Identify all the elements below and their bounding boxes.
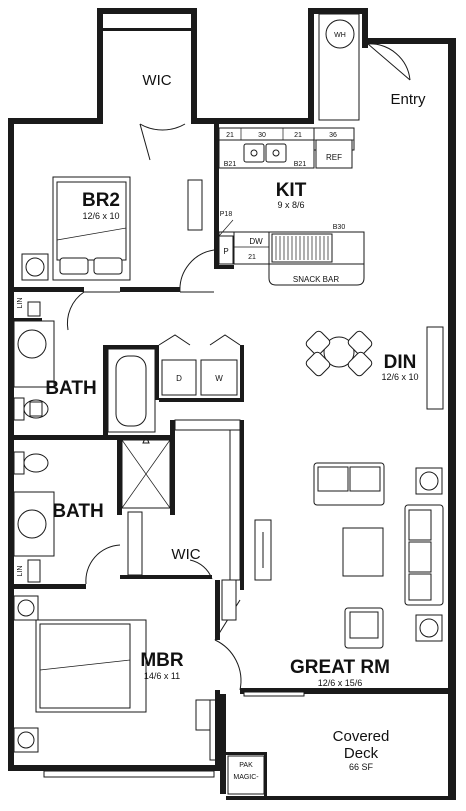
great-rm-dims: 12/6 x 15/6: [318, 678, 363, 688]
cab-upper-30: 30: [258, 132, 266, 139]
ref-label: REF: [326, 153, 342, 162]
deck-closet: [227, 755, 265, 795]
cab-b30: B30: [333, 224, 346, 231]
cab-upper-36: 36: [329, 132, 337, 139]
cab-base-b21b: B21: [294, 161, 307, 168]
fixture-labels: WH REF DW P SNACK BAR W D LIN LIN PAK MA…: [17, 32, 346, 781]
lin-bottom-label: LIN: [17, 566, 24, 577]
dw-label: DW: [249, 237, 263, 246]
cabinet-code-labels: 21 30 21 36 B21 B21 P18 21 B30: [220, 132, 346, 261]
mbr-dims: 14/6 x 11: [144, 671, 180, 681]
great-rm-label: GREAT RM: [290, 657, 390, 678]
laundry: [161, 359, 238, 396]
mbr-label: MBR: [140, 650, 184, 671]
entry-label: Entry: [390, 91, 426, 108]
great-room-furniture: [254, 462, 444, 649]
wic-mbr-label: WIC: [171, 546, 200, 563]
wh-label: WH: [334, 32, 346, 39]
pak-label: PAK: [239, 762, 253, 769]
deck-dims: 66 SF: [349, 762, 374, 772]
snack-bar-label: SNACK BAR: [293, 275, 339, 284]
din-label: DIN: [384, 352, 417, 373]
bath1-label: BATH: [45, 378, 96, 399]
bath1-fixtures: [13, 301, 156, 433]
mbr-furniture: [13, 579, 237, 753]
br2-label: BR2: [82, 190, 120, 211]
cab-base-21: 21: [248, 254, 256, 261]
cab-upper-21a: 21: [226, 132, 234, 139]
lin-top-label: LIN: [17, 298, 24, 309]
dining-buffet: [426, 326, 444, 410]
interior-walls: [14, 28, 267, 796]
kit-dims: 9 x 8/6: [277, 200, 304, 210]
kitchen-cabinets: [218, 127, 365, 286]
cab-upper-21b: 21: [294, 132, 302, 139]
bath2-fixtures: [13, 434, 171, 583]
din-dims: 12/6 x 10: [381, 372, 418, 382]
kit-label: KIT: [276, 180, 307, 201]
deck-label-line2: Deck: [344, 745, 379, 762]
cab-base-b21a: B21: [224, 161, 237, 168]
room-labels: WIC Entry BR2 12/6 x 10 KIT 9 x 8/6 DIN …: [45, 72, 426, 772]
cab-p18: P18: [220, 211, 233, 218]
bath2-label: BATH: [52, 501, 103, 522]
dining-set: [305, 330, 373, 377]
wic-top-label: WIC: [142, 72, 171, 89]
wic-mbr-shelves: [127, 419, 241, 581]
magic-label: MAGIC-: [233, 774, 259, 781]
water-heater: [318, 13, 360, 121]
deck-label-line1: Covered: [333, 728, 390, 745]
washer-label: W: [215, 374, 223, 383]
br2-furniture: [21, 176, 203, 281]
pantry-label: P: [223, 247, 228, 256]
br2-dims: 12/6 x 10: [82, 211, 119, 221]
dryer-label: D: [176, 374, 182, 383]
